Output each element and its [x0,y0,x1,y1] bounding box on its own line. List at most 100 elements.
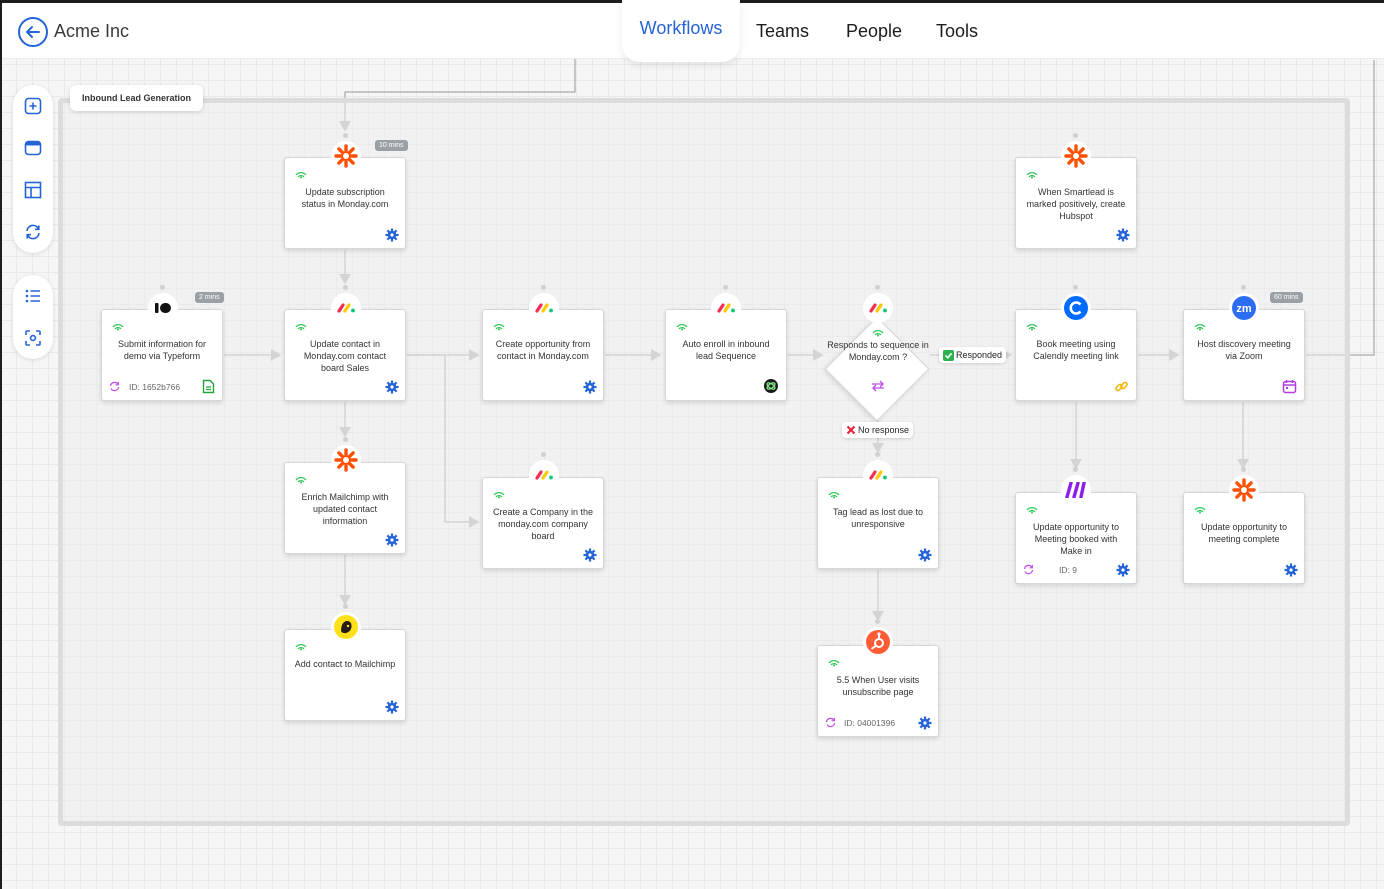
focus-button[interactable] [13,317,53,359]
sync-button[interactable] [13,211,53,253]
node-update-opportunity-complete[interactable]: Update opportunity to meeting complete [1183,492,1305,584]
tab-teams[interactable]: Teams [756,21,810,41]
branch-label-responded[interactable]: Responded [939,347,1007,363]
canvas-toolbar [13,85,53,253]
signal-icon [1194,324,1206,331]
node-label: Auto enroll in inbound lead Sequence [682,339,770,361]
signal-icon [493,324,505,331]
signal-icon [295,324,307,331]
gear-icon[interactable] [918,716,932,730]
node-user-visits[interactable]: 5.5 When User visits unsubscribe page ID… [817,645,939,737]
gear-icon[interactable] [385,700,399,714]
gear-icon[interactable] [583,380,597,394]
node-label: Update subscription status in Monday.com [301,187,389,209]
window-button[interactable] [13,127,53,169]
node-add-contact[interactable]: Add contact to Mailchimp [284,629,406,721]
link-icon[interactable] [1114,379,1129,394]
sync-icon [26,224,40,240]
node-update-subscription[interactable]: Update subscription status in Monday.com [284,157,406,249]
node-update-opportunity-make[interactable]: Update opportunity to Meeting booked wit… [1015,492,1137,584]
zapier-icon [1229,467,1259,505]
node-label: Update opportunity to Meeting booked wit… [1032,522,1120,556]
cross-icon [846,425,856,435]
add-icon [24,97,42,115]
node-label: Submit information for demo via Typeform [117,339,207,361]
swap-icon [872,380,884,392]
node-auto-enroll[interactable]: Auto enroll in inbound lead Sequence [665,309,787,401]
check-icon [943,349,954,361]
zapier-icon [1061,133,1091,171]
signal-icon [112,324,124,331]
branch-label-no-response[interactable]: No response [842,422,914,438]
node-create-company[interactable]: Create a Company in the monday.com compa… [482,477,604,569]
calendar-icon[interactable] [1282,379,1297,394]
sync-icon [109,381,120,392]
signal-icon [828,492,840,499]
node-book-meeting[interactable]: Book meeting using Calendly meeting link [1015,309,1137,401]
tab-tools[interactable]: Tools [936,21,979,41]
node-label: Book meeting using Calendly meeting link [1033,339,1119,361]
monday-icon [529,285,559,323]
node-label: Create a Company in the monday.com compa… [492,507,594,541]
tab-people[interactable]: People [846,21,903,41]
branch-label-text: Responded [956,350,1003,360]
add-node-button[interactable] [13,85,53,127]
duration-badge: 2 mins [195,292,224,303]
gear-icon[interactable] [1284,563,1298,577]
node-id: ID: 1652b766 [129,382,181,392]
document-icon [202,379,215,394]
node-label: 5.5 When User visits unsubscribe page [836,675,920,697]
node-update-contact[interactable]: Update contact in Monday.com contact boa… [284,309,406,401]
layout-button[interactable] [13,169,53,211]
node-enrich-mailchimp[interactable]: Enrich Mailchimp with updated contact in… [284,462,406,554]
signal-icon [1026,172,1038,179]
node-tag-lead[interactable]: Tag lead as lost due to unresponsive [817,477,939,569]
canvas-toolbar-secondary [13,275,53,359]
gear-icon[interactable] [583,548,597,562]
monday-icon [711,285,741,323]
company-name: Acme Inc [54,21,130,41]
gear-icon[interactable] [1116,228,1130,242]
zoom-icon: zm [1229,285,1259,323]
signal-icon [828,660,840,667]
group-frame [58,98,1350,826]
signal-icon [676,324,688,331]
tab-workflows[interactable]: Workflows [622,0,740,62]
monday-icon [331,285,361,323]
signal-icon [1026,507,1038,514]
gear-icon[interactable] [385,380,399,394]
window-icon [24,140,42,156]
signal-icon [1026,324,1038,331]
gear-icon[interactable] [1116,563,1130,577]
hubspot-icon [863,619,893,657]
list-icon [25,289,40,303]
svg-text:zm: zm [1236,303,1252,315]
node-create-opportunity[interactable]: Create opportunity from contact in Monda… [482,309,604,401]
zapier-icon [331,133,361,171]
signal-icon [1194,507,1206,514]
node-label: Enrich Mailchimp with updated contact in… [301,492,389,526]
monday-icon [863,285,893,323]
node-label: Update opportunity to meeting complete [1200,522,1288,544]
node-submit-information[interactable]: Submit information for demo via Typeform… [101,309,223,401]
gear-icon[interactable] [918,548,932,562]
signal-icon [295,172,307,179]
node-responds-decision[interactable]: Responds to sequence in Monday.com ? [824,316,930,422]
gear-icon[interactable] [385,533,399,547]
duration-badge: 60 mins [1270,292,1303,303]
back-button[interactable] [18,17,48,47]
make-icon [1061,467,1091,505]
group-label[interactable]: Inbound Lead Generation [70,85,204,111]
zapier-icon [331,437,361,475]
monday-icon [529,452,559,490]
node-host-discovery[interactable]: Host discovery meeting via Zoom [1183,309,1305,401]
node-smartlead[interactable]: When Smartlead is marked positively, cre… [1015,157,1137,249]
gear-icon[interactable] [385,228,399,242]
node-label: When Smartlead is marked positively, cre… [1026,187,1126,221]
arrow-left-icon [26,26,40,38]
list-view-button[interactable] [13,275,53,317]
mailchimp-icon [331,604,361,642]
node-label: Tag lead as lost due to unresponsive [832,507,924,529]
node-id: ID: 9 [1059,565,1077,575]
node-label: Create opportunity from contact in Monda… [495,339,591,361]
